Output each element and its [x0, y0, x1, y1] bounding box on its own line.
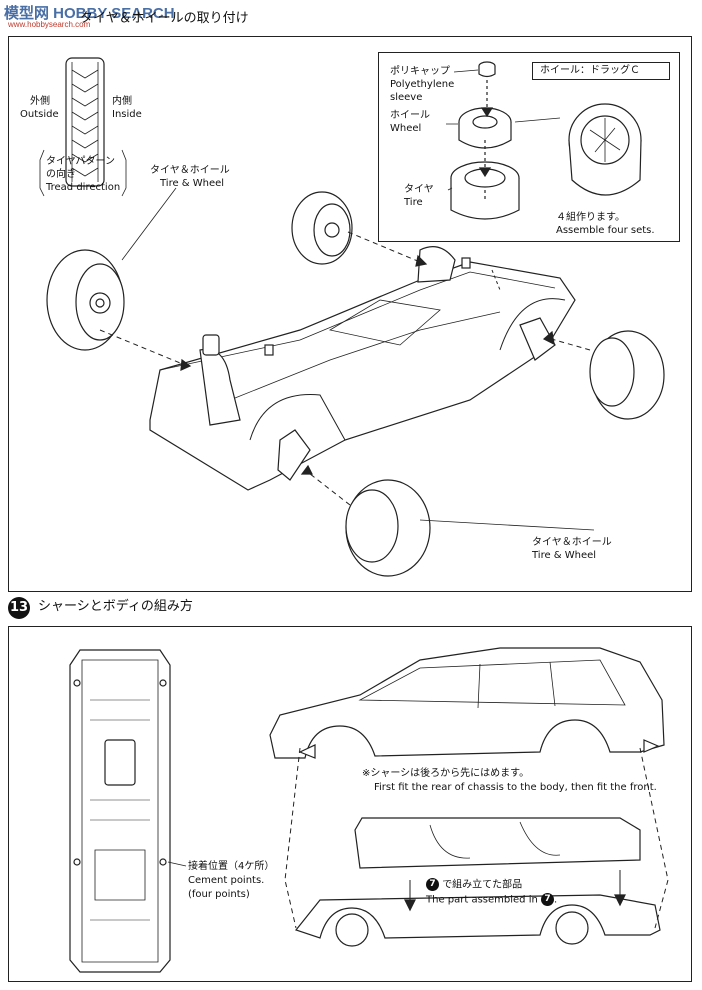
tire-wheel-label-jp: タイヤ＆ホイール: [150, 165, 230, 176]
step13-number: 13: [8, 597, 30, 619]
step13-panel: [8, 626, 692, 982]
cement-label-en2: (four points): [188, 889, 250, 900]
watermark: 模型网 HOBBY SEARCH www.hobbysearch.com: [0, 0, 175, 30]
tire-part-label-en: Tire: [404, 197, 423, 208]
sets-label-en: Assemble four sets.: [556, 225, 655, 236]
tire-wheel-icon: [46, 191, 665, 577]
step-ref-badge: 7: [426, 878, 439, 891]
wheel-label-box: [532, 62, 670, 80]
assembled-text-jp: で組み立てた部品: [442, 879, 523, 891]
watermark-text: 模型网 HOBBY SEARCH: [4, 5, 175, 22]
outside-label-jp: 外側: [30, 96, 50, 107]
tire-wheel-label-en: Tire & Wheel: [160, 178, 225, 189]
tread-label-jp2: の向き: [46, 169, 76, 180]
sets-label-jp: ４組作ります。: [556, 212, 625, 223]
wheel-name-label: ホイール：ドラッグＣ: [540, 65, 640, 76]
step-ref-badge-en: 7: [541, 893, 555, 906]
polycap-label-en1: Polyethylene: [390, 79, 455, 90]
polycap-label-en2: sleeve: [390, 92, 423, 103]
step13-title: シャーシとボディの組み方: [38, 599, 193, 614]
watermark-url: www.hobbysearch.com: [8, 20, 91, 29]
polycap-label-jp: ポリキャップ: [390, 66, 450, 77]
outside-label-en: Outside: [20, 109, 59, 120]
tire-wheel-label2-jp: タイヤ＆ホイール: [532, 537, 612, 548]
wheel-part-icon: [458, 107, 512, 149]
tire-part-label-jp: タイヤ: [404, 184, 434, 195]
chassis-note-en: First fit the rear of chassis to the bod…: [374, 782, 657, 793]
assembled-text-en: The part assembled in: [426, 894, 538, 906]
interior-tub-icon: [354, 817, 641, 869]
step12-panel: [8, 36, 692, 592]
step12-title: タイヤ＆ホイールの取り付け: [80, 11, 249, 26]
car-body-icon: [269, 647, 665, 759]
cement-label-jp: 接着位置（4ケ所）: [188, 861, 275, 872]
inside-label-jp: 内側: [112, 96, 132, 107]
polycap-icon: [478, 61, 496, 78]
chassis-top-view-icon: [69, 649, 171, 973]
chassis-note-jp: ※シャーシは後ろから先にはめます。: [362, 768, 530, 779]
car-lower-icon: [294, 894, 661, 947]
inside-label-en: Inside: [112, 109, 142, 120]
assembled-label-en: The part assembled in 7.: [426, 893, 558, 906]
tire-wheel-label2-en: Tire & Wheel: [532, 550, 597, 561]
cement-label-en1: Cement points.: [188, 875, 265, 886]
wheel-part-label-en: Wheel: [390, 123, 422, 134]
wheel-part-label-jp: ホイール: [390, 110, 430, 121]
wheel-closeup-icon: [568, 103, 642, 196]
assembled-label-jp: 7 で組み立てた部品: [426, 878, 522, 891]
chassis-perspective-icon: [149, 246, 576, 491]
wheel-inset-panel: [378, 52, 680, 242]
tread-sample-icon: [65, 57, 105, 187]
tread-label-en: Tread direction: [46, 182, 121, 193]
tread-label-jp1: タイヤパターン: [46, 156, 115, 167]
